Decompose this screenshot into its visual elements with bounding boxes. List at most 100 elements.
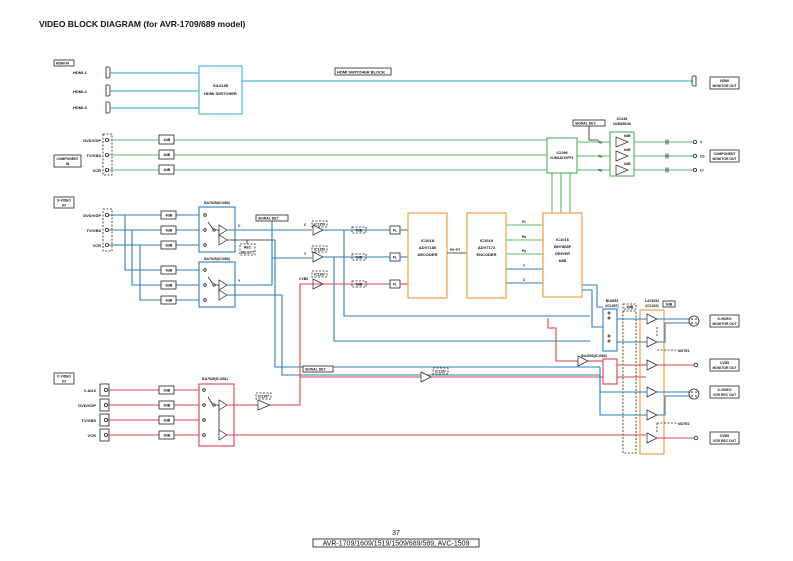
s-video-input-vcr-label: VCR [93,243,102,248]
encoder-ic-id: IC1019 [480,238,494,243]
driver-c-out-wire [582,289,603,328]
switch-contact-icon [607,334,611,338]
component-atten-vcr [158,164,175,175]
component-jack-vcr-icon [105,167,110,172]
output-amp-ic-part: (IC1020) [645,304,658,308]
switch-input-icon [203,298,207,302]
driver-ic-gain: 6dB [559,258,567,263]
out-svideo-monitor-c-wire [657,322,690,343]
lpf-y-label: FL [393,256,397,260]
c-video-buffer-ic-box [255,392,272,400]
encoder-c-label: C [523,278,526,282]
decoder-ic-id: IC1018 [421,238,435,243]
capacitor-icon [665,153,669,159]
s-video-atten [160,280,177,290]
y-to-output-switch-wire [333,257,590,342]
switch-input-icon [203,243,207,247]
buffer-y-amp-icon [312,251,324,263]
footer-model-box [312,538,480,548]
switch-common-icon [212,403,216,407]
s-video-y-switch-ic-label: BA7625(IC1080) [204,257,230,261]
s-video-c-label: C [238,224,241,228]
switch-input-icon [203,213,207,217]
output-atten-label: -6dB [626,305,634,309]
cvbs-rec-out-line2: VCR REC OUT [713,439,737,443]
s-video-attenuators: -6dB -6dB -6dB -6dB -6dB -6dB [160,210,177,305]
cvbs-monitor-out-jack-icon [693,362,699,368]
component-input-tv-label: TV/VBS [87,153,102,158]
output-amp-svideo-y-icon [646,313,658,325]
hdmi-input-1-label: HDMI-1 [73,70,88,75]
decoder-ic-name: DECODER [417,252,437,257]
s-video-in-line1: S-VIDEO [57,199,71,203]
mute1-line [656,327,677,351]
component-in-line2: IN [66,162,70,166]
composite-section: C-VIDEO IN V-AUX DVD/VDP TV/VBS VCR -6dB… [53,283,646,447]
output-amp-cvbs-monitor-icon [646,359,658,371]
encoder-pr-label: Pr [522,220,526,224]
capacitor-icon [665,139,669,145]
switch-contact-icon [607,339,611,343]
component-in-label-box [53,154,82,168]
c-video-jack-vcr-icon [104,432,109,437]
gain-cvbs-box [351,280,367,288]
s-video-input-dvd-label: DVD/VDP [83,213,101,218]
output-amp-cvbs-rec-icon [646,432,658,444]
component-atten-vcr-label: -6dB [163,168,171,172]
component-out-y-label: Y [700,141,703,145]
processing-section: IC1018 ADV7180 DECODER P0~P7 IC1019 ADV7… [407,212,603,328]
component-coupling-caps [665,139,669,173]
s-video-atten [160,295,177,305]
hdmi-input-2-connector-icon [105,84,111,97]
component-input-dvd-label: DVD/VDP [83,138,101,143]
s-video-atten-label: -6dB [165,284,173,288]
c-to-output-switch-wire [343,230,590,317]
driver-ic [542,212,583,298]
switch-common-icon [212,283,216,287]
s-video-y-wire-dvd [124,215,205,271]
svideo-rec-out-connector-icon [688,388,700,400]
page-number: 37 [392,530,400,537]
component-jack-tv-icon [105,152,110,157]
output-amp-ic [639,309,665,455]
hdmi-input-3-connector-icon [105,101,111,114]
c-video-atten [158,415,175,425]
c-video-attenuators: -6dB -6dB -6dB -6dB [158,385,175,440]
decoder-ic-part: ADV7180 [419,245,437,250]
s-video-atten-label: -6dB [165,299,173,303]
switch-contact-icon [607,311,611,315]
switch-contact-icon [607,316,611,320]
driver-ic-name: DRIVER [555,251,570,256]
c-video-buffer-ic-label: IC1157 [258,395,269,399]
component-driver-amp-y-icon [615,136,629,148]
output-amp-ic-id: LA73053 [645,299,659,303]
component-atten-dvd-label: -6dB [163,138,171,142]
component-driver-gain-y: 6dB [624,134,631,138]
out-svideo-rec-c-wire [657,395,690,416]
c-video-atten-label: -6dB [163,389,171,393]
component-out-cr-jack-icon [693,167,698,172]
switch-arm-icon [207,396,214,406]
buffer-c-ic-box [311,220,328,228]
output-amp-gain-box [662,300,676,308]
s-video-atten [160,240,177,250]
component-monitor-out-label-box [709,149,740,163]
buffer-cvbs-ic-label: IC1162 [314,273,325,277]
hdmi-switcher-block-label-box [334,67,392,76]
s-video-c-switch-ic-label: BA7625(IC1080) [204,201,230,205]
svideo-monitor-out-label-box [709,314,740,328]
c-video-atten [158,385,175,395]
s-video-c-rec-path [274,240,600,368]
buffer-cvbs-input-label: CVBS [299,277,309,281]
cvbs-rec-out-label-box [709,431,740,445]
buffer-c-amp-icon [312,224,324,236]
output-switch2-pre-amp-icon [577,355,589,367]
c-video-amp-icon [218,399,228,411]
driver-ic-id: IC1016 [556,237,570,242]
output-atten-label-box [622,303,637,310]
svideo-rec-out-line1: S-VIDEO [718,388,732,392]
component-driver-amp-cb-icon [615,150,629,162]
component-atten-tv-label: -6dB [163,153,171,157]
cvbs-monitor-out-line1: CVBS [720,361,730,365]
